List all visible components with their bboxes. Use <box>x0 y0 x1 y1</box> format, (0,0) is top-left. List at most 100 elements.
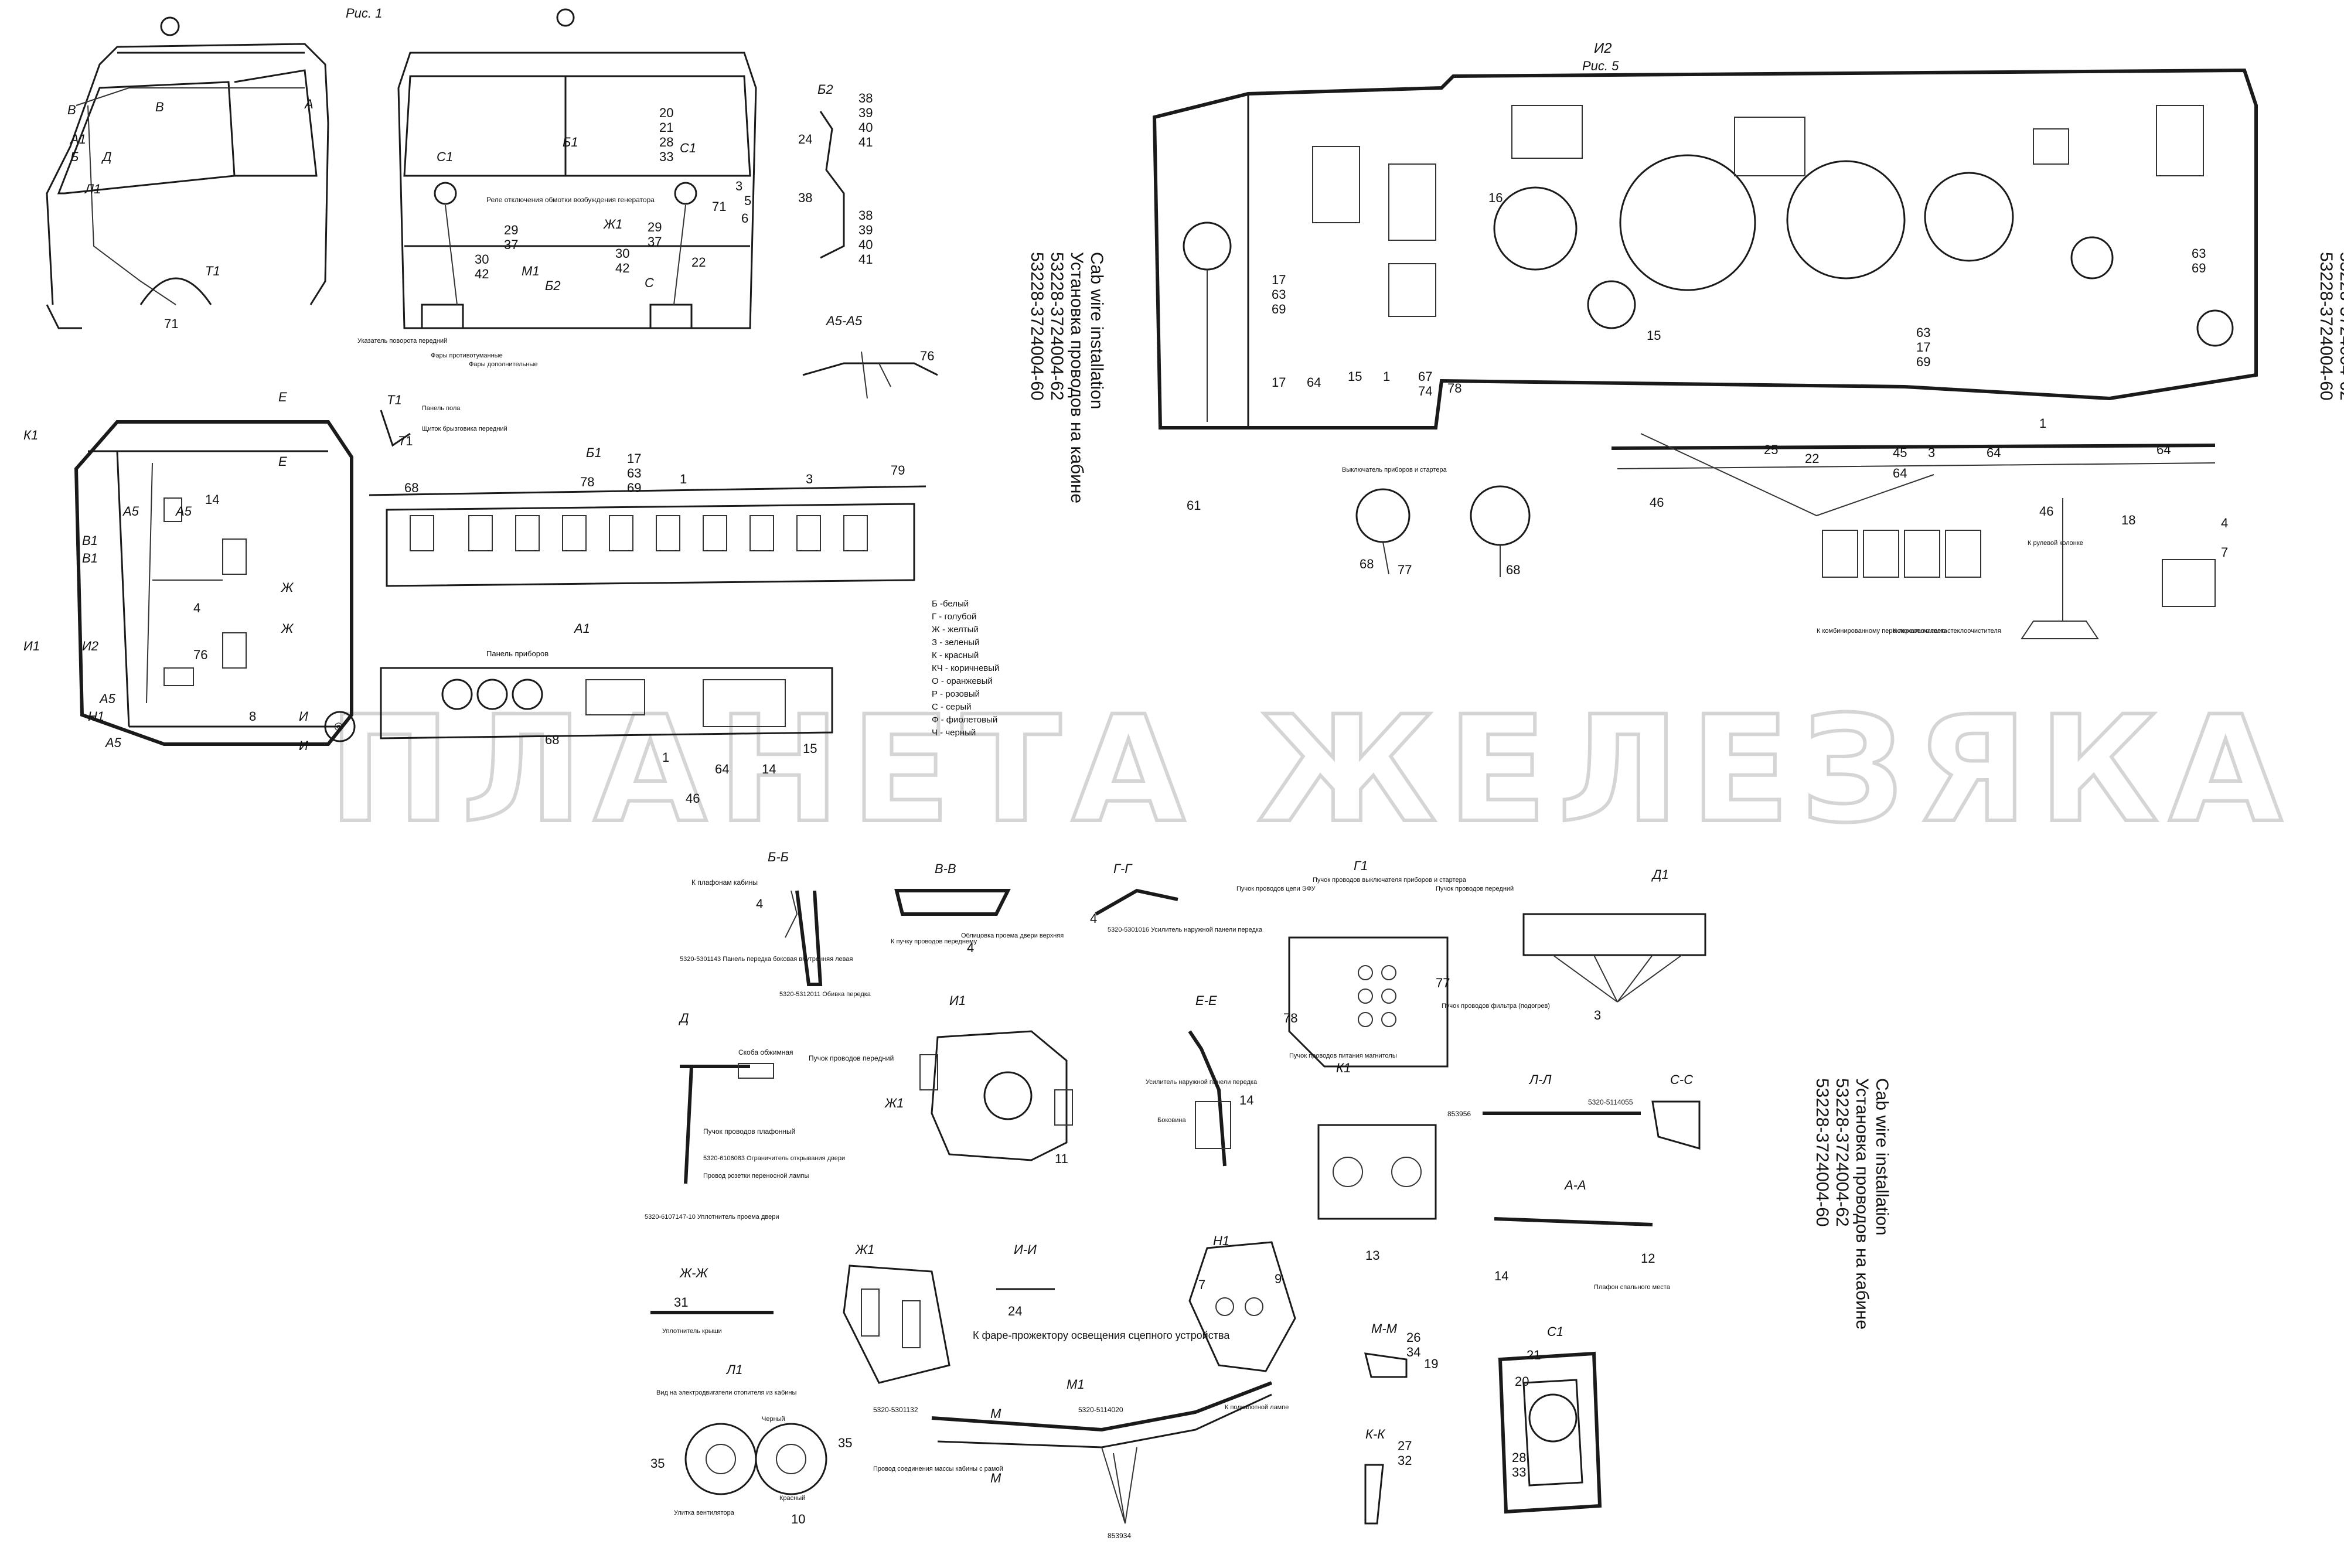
section-gg: Г-Г 4 5320-5301016 Усилитель наружной па… <box>1090 861 1263 933</box>
svg-text:27: 27 <box>1398 1439 1412 1453</box>
svg-text:С: С <box>645 275 654 290</box>
svg-text:З - зеленый: З - зеленый <box>932 638 979 647</box>
svg-text:39: 39 <box>858 223 873 237</box>
svg-text:24: 24 <box>798 132 812 146</box>
svg-text:А5: А5 <box>122 504 139 519</box>
svg-text:8: 8 <box>249 709 256 724</box>
svg-text:4: 4 <box>193 601 200 615</box>
svg-text:Установка проводов на кабине: Установка проводов на кабине <box>1067 252 1086 503</box>
svg-text:К плафонам кабины: К плафонам кабины <box>691 878 758 887</box>
svg-text:11: 11 <box>1055 1151 1068 1166</box>
svg-text:74: 74 <box>1418 384 1432 398</box>
section-m1: М1 5320-5301132 5320-5114020 М М Провод … <box>873 1377 1289 1540</box>
title-block-top-right: 53228-3724004-60 53228-3724004-62 Устано… <box>2316 252 2344 401</box>
svg-text:А5: А5 <box>104 735 122 750</box>
svg-text:76: 76 <box>920 349 934 363</box>
svg-text:Р - розовый: Р - розовый <box>932 689 980 699</box>
view-label-i2: И2 <box>1594 40 1612 56</box>
svg-text:78: 78 <box>1283 1011 1297 1025</box>
svg-text:4: 4 <box>756 897 763 911</box>
svg-text:Т1: Т1 <box>205 264 220 278</box>
svg-text:24: 24 <box>1008 1304 1022 1318</box>
figure-label-1: Рис. 1 <box>346 6 382 21</box>
svg-text:К1: К1 <box>1336 1061 1351 1075</box>
section-n1: Н1 7 9 <box>1188 1233 1296 1372</box>
svg-text:71: 71 <box>712 199 726 214</box>
svg-text:15: 15 <box>1647 328 1661 343</box>
svg-text:69: 69 <box>1272 302 1286 316</box>
watermark: ПЛАНЕТА ЖЕЛЕЗЯКА <box>328 684 2293 855</box>
svg-text:Б-Б: Б-Б <box>768 850 789 864</box>
svg-text:Л1: Л1 <box>84 182 101 196</box>
svg-text:А: А <box>304 97 314 111</box>
detail-t1: Т1 71 Панель пола Щиток брызговика перед… <box>380 393 507 448</box>
svg-text:79: 79 <box>891 463 905 478</box>
svg-text:Д1: Д1 <box>1651 867 1669 882</box>
svg-text:Пучок проводов питания магнито: Пучок проводов питания магнитолы <box>1289 1052 1397 1059</box>
svg-text:17: 17 <box>1916 340 1930 354</box>
svg-text:68: 68 <box>545 732 559 747</box>
ignition-switch-details: Выключатель приборов и стартера 68 77 68 <box>1342 466 1531 577</box>
svg-text:К переключателю стеклоочистите: К переключателю стеклоочистителя <box>1893 628 2001 635</box>
svg-text:64: 64 <box>2156 442 2171 457</box>
svg-text:61: 61 <box>1187 498 1201 513</box>
svg-text:С-С: С-С <box>1670 1072 1693 1087</box>
svg-text:Д: Д <box>101 149 112 164</box>
svg-text:Щиток брызговика передний: Щиток брызговика передний <box>422 425 507 432</box>
svg-text:Установка проводов на кабине: Установка проводов на кабине <box>1852 1078 1872 1330</box>
svg-text:29: 29 <box>648 220 662 234</box>
svg-text:В-В: В-В <box>935 861 956 876</box>
svg-text:4: 4 <box>1090 911 1097 926</box>
svg-text:35: 35 <box>650 1456 665 1471</box>
svg-text:А5: А5 <box>98 691 116 706</box>
svg-text:26: 26 <box>1406 1330 1420 1345</box>
svg-text:17: 17 <box>627 451 641 466</box>
svg-text:53228-3724004-60: 53228-3724004-60 <box>1027 252 1047 401</box>
svg-text:40: 40 <box>858 120 873 135</box>
svg-text:77: 77 <box>1398 563 1412 577</box>
svg-text:19: 19 <box>1424 1356 1438 1371</box>
svg-text:77: 77 <box>1436 976 1450 990</box>
section-vv: В-В Облицовка проема двери верхняя К пуч… <box>891 861 1064 955</box>
svg-text:В1: В1 <box>82 533 98 548</box>
svg-text:Cab wire installation: Cab wire installation <box>1087 252 1106 409</box>
svg-text:Уплотнитель крыши: Уплотнитель крыши <box>662 1328 722 1335</box>
svg-text:20: 20 <box>1515 1374 1529 1389</box>
svg-text:3: 3 <box>1594 1008 1601 1022</box>
section-mm: М-М 26 34 19 <box>1364 1321 1438 1378</box>
svg-text:64: 64 <box>1893 466 1907 480</box>
svg-text:Пучок проводов передний: Пучок проводов передний <box>809 1054 894 1062</box>
svg-text:5320-5301143 Панель передка бо: 5320-5301143 Панель передка боковая внут… <box>680 956 853 963</box>
svg-text:78: 78 <box>1447 381 1461 396</box>
cab-top-wiring-view: К1 Е Е В1 В1 А5 А5 Ж Ж И1 И2 А5 Н1 А5 И … <box>23 390 356 753</box>
svg-text:22: 22 <box>691 255 706 270</box>
svg-text:Ж - желтый: Ж - желтый <box>932 625 979 635</box>
svg-text:3: 3 <box>806 472 813 486</box>
svg-text:21: 21 <box>659 120 673 135</box>
section-c1: С1 21 20 28 33 <box>1498 1324 1602 1514</box>
wire-color-legend: Б -белый Г - голубой Ж - желтый З - зеле… <box>932 599 999 738</box>
svg-text:Т1: Т1 <box>387 393 402 407</box>
svg-text:68: 68 <box>404 480 418 495</box>
svg-text:9: 9 <box>1275 1272 1282 1286</box>
svg-text:Красный: Красный <box>779 1495 805 1502</box>
svg-text:К комбинированному переключате: К комбинированному переключателю света <box>1817 628 1948 635</box>
svg-text:31: 31 <box>674 1295 688 1310</box>
svg-text:71: 71 <box>398 434 413 448</box>
panel-a1: А1 Панель приборов 68 1 64 46 14 15 <box>380 621 833 806</box>
svg-text:18: 18 <box>2121 513 2135 527</box>
svg-text:И-И: И-И <box>1014 1242 1037 1257</box>
svg-text:С - серый: С - серый <box>932 702 972 712</box>
svg-text:Реле отключения обмотки возбуж: Реле отключения обмотки возбуждения гене… <box>486 196 655 204</box>
svg-text:3: 3 <box>1928 445 1935 460</box>
svg-text:Пучок проводов передний: Пучок проводов передний <box>1436 885 1514 892</box>
svg-text:7: 7 <box>2221 545 2228 560</box>
svg-text:Д: Д <box>678 1011 689 1025</box>
svg-text:Н1: Н1 <box>88 709 104 724</box>
section-ss: С-С <box>1651 1072 1701 1150</box>
svg-text:Б -белый: Б -белый <box>932 599 969 609</box>
svg-text:15: 15 <box>1348 369 1362 384</box>
svg-text:30: 30 <box>615 246 629 261</box>
svg-text:А-А: А-А <box>1563 1178 1586 1192</box>
svg-text:И1: И1 <box>23 639 40 653</box>
